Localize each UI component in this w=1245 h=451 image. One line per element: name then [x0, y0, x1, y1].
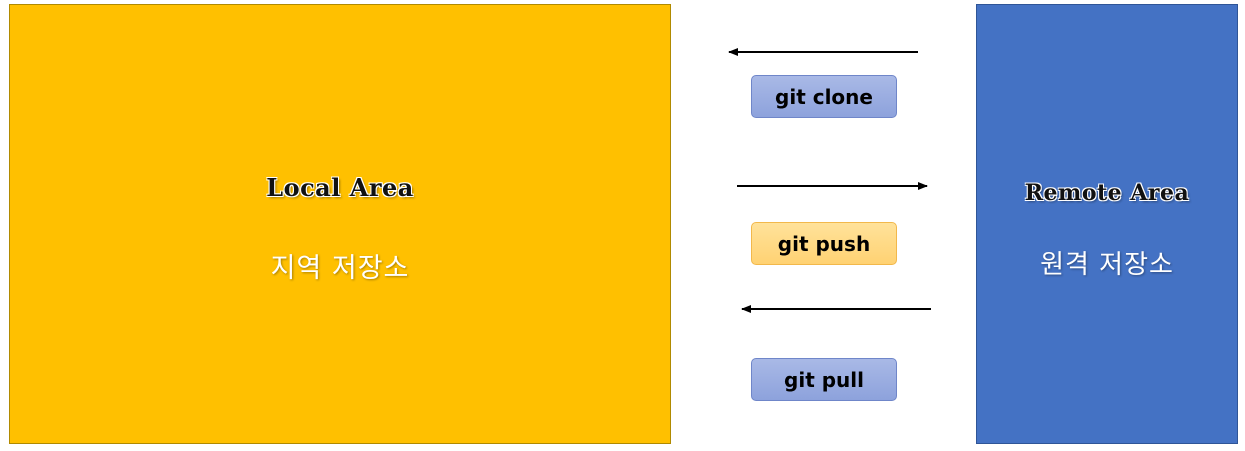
remote-area-box: Remote Area 원격 저장소	[976, 4, 1238, 444]
local-area-title: Local Area	[266, 173, 414, 202]
remote-area-subtitle: 원격 저장소	[1040, 250, 1174, 280]
git-pull-label: git pull	[751, 358, 897, 401]
local-area-subtitle: 지역 저장소	[270, 253, 410, 284]
local-area-box: Local Area 지역 저장소	[9, 4, 671, 444]
remote-area-title: Remote Area	[1024, 180, 1190, 206]
git-push-label: git push	[751, 222, 897, 265]
git-clone-label: git clone	[751, 75, 897, 118]
